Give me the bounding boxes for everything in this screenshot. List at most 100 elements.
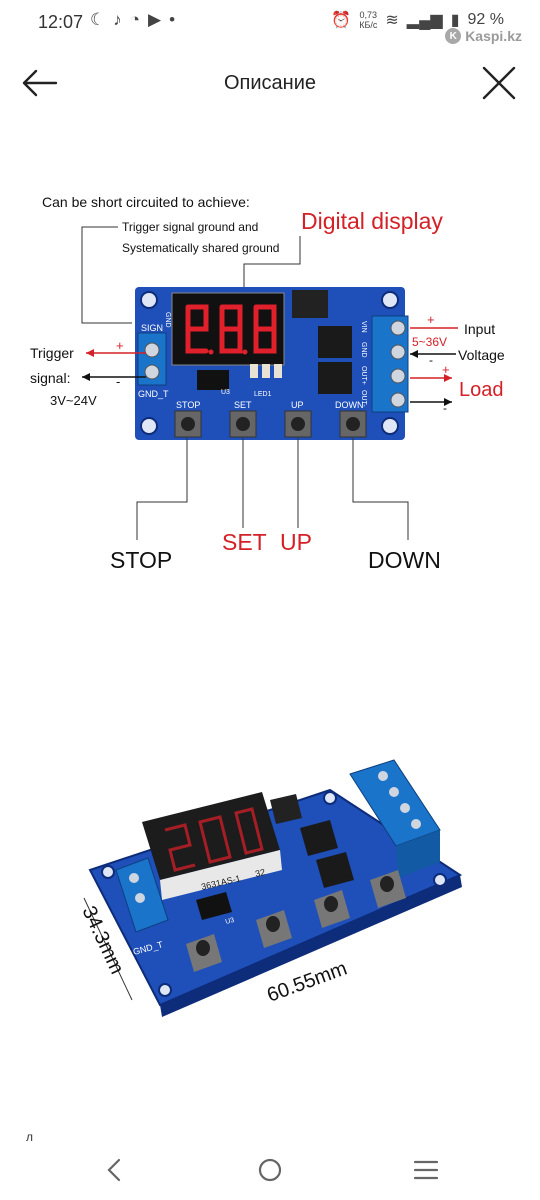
- decimal-point: [208, 349, 214, 355]
- input-plus: +: [427, 312, 435, 327]
- board-gnd-t-label: GND_T: [138, 389, 169, 399]
- board-vin-label: VIN: [360, 321, 367, 333]
- battery-icon: ▮: [450, 12, 460, 29]
- terminal-screw: [390, 368, 406, 384]
- board-buttons-photo: [186, 870, 406, 972]
- page-title: Описание: [223, 72, 317, 94]
- dot-icon: •: [169, 10, 176, 29]
- navigation-bar: [0, 1140, 540, 1200]
- mount-hole: [101, 865, 115, 879]
- terminal-screw: [390, 344, 406, 360]
- chat-icon: ◔: [129, 10, 141, 29]
- mosfet-photo: [316, 852, 354, 888]
- note-title: Can be short circuited to achieve:: [42, 194, 250, 210]
- nav-recents-button[interactable]: [406, 1152, 446, 1188]
- smd-resistor: [250, 364, 258, 378]
- board-gnd-right-label: GND: [360, 342, 367, 358]
- status-bar: 12:07 ☾ ♪ ◔ ▶ • ⏰ 0,73 КБ/с ≋ ▂▄▆ ▮ 92 %: [0, 0, 540, 44]
- header: Описание: [0, 54, 540, 114]
- board-buttons: [174, 410, 367, 438]
- mount-hole: [381, 417, 399, 435]
- terminal-screw: [411, 819, 421, 829]
- network-speed: 0,73 КБ/с: [359, 10, 378, 30]
- voltage-range: 5~36V: [412, 335, 447, 349]
- set-label: SET: [222, 529, 267, 555]
- down-leader-line: [352, 438, 409, 540]
- up-label: UP: [280, 529, 312, 555]
- arrow-left-icon: [22, 69, 58, 97]
- status-time: 12:07: [38, 12, 84, 32]
- kaspi-watermark: K Kaspi.kz: [445, 28, 522, 44]
- terminal-screw: [400, 803, 410, 813]
- board-sign-label: SIGN: [141, 323, 163, 333]
- terminal-screw: [390, 320, 406, 336]
- youtube-icon: ▶: [148, 10, 162, 29]
- input-label: Input: [464, 321, 495, 337]
- photo-u3-label: U3: [225, 917, 236, 926]
- board-down-label: DOWN: [335, 400, 364, 410]
- trigger-label: Trigger: [30, 345, 74, 361]
- display-leader-line: [243, 236, 301, 292]
- board-gnd-label: GND: [164, 312, 171, 328]
- optocoupler-chip: [197, 370, 229, 390]
- signal-icon: ▂▄▆: [406, 12, 443, 29]
- note-line1: Trigger signal ground and: [122, 220, 258, 234]
- board-up-label: UP: [291, 400, 304, 410]
- mosfet-1: [318, 326, 352, 358]
- terminal-screw: [135, 893, 145, 903]
- regulator-chip-photo: [270, 794, 302, 824]
- product-diagram-image[interactable]: Can be short circuited to achieve: Trigg…: [0, 180, 540, 590]
- nav-home-button[interactable]: [250, 1152, 290, 1188]
- terminal-screw: [390, 392, 406, 408]
- product-photo-image[interactable]: 3631AS-1 32 GND_T U3 34.3mm 60.55mm: [60, 740, 500, 1030]
- alarm-icon: ⏰: [331, 12, 352, 29]
- board-u3-label: U3: [221, 389, 230, 396]
- decimal-point: [242, 349, 248, 355]
- terminal-screw: [129, 873, 139, 883]
- stop-label: STOP: [110, 547, 172, 573]
- note-leader-line: [81, 226, 132, 324]
- trigger-minus: -: [116, 374, 120, 389]
- voltage-label: Voltage: [458, 347, 505, 363]
- mount-hole: [140, 417, 158, 435]
- wifi-icon: ≋: [385, 12, 399, 29]
- display-suffix-label: 32: [254, 867, 266, 879]
- signal-range: 3V~24V: [50, 393, 97, 408]
- status-right-icons: ⏰ 0,73 КБ/с ≋ ▂▄▆ ▮ 92 %: [331, 10, 504, 30]
- board-stop-label: STOP: [176, 400, 200, 410]
- page-artifact-text: л: [26, 1130, 34, 1144]
- recents-menu-icon: [413, 1160, 439, 1180]
- terminal-screw: [144, 364, 160, 380]
- close-icon: [482, 66, 516, 100]
- close-button[interactable]: [480, 64, 518, 102]
- trigger-plus: +: [116, 338, 124, 353]
- regulator-chip: [292, 290, 328, 318]
- mount-hole: [381, 291, 399, 309]
- back-button[interactable]: [20, 66, 60, 100]
- mount-hole: [433, 873, 447, 887]
- moon-icon: ☾: [90, 10, 106, 29]
- mosfet-photo: [300, 820, 338, 856]
- signal-label: signal:: [30, 370, 70, 386]
- back-chevron-icon: [107, 1158, 121, 1182]
- display-digits: [185, 304, 277, 354]
- smd-resistor: [274, 364, 282, 378]
- tiktok-icon: ♪: [113, 10, 122, 29]
- mount-hole: [140, 291, 158, 309]
- terminal-screw: [144, 342, 160, 358]
- mosfet-2: [318, 362, 352, 394]
- board-led1-label: LED1: [254, 391, 272, 398]
- nav-back-button[interactable]: [94, 1152, 134, 1188]
- load-plus: +: [442, 362, 450, 377]
- board-out-minus-label: OUT-: [360, 390, 367, 407]
- load-minus: -: [443, 401, 447, 415]
- battery-level: 92 %: [467, 11, 504, 28]
- board-set-label: SET: [234, 400, 252, 410]
- display-digits-photo: [164, 807, 264, 872]
- load-label: Load: [459, 379, 504, 401]
- mount-hole: [323, 791, 337, 805]
- height-dimension-line: [83, 897, 133, 1001]
- terminal-screw: [389, 787, 399, 797]
- kaspi-logo-icon: K: [445, 28, 462, 44]
- digital-display-label: Digital display: [301, 208, 443, 234]
